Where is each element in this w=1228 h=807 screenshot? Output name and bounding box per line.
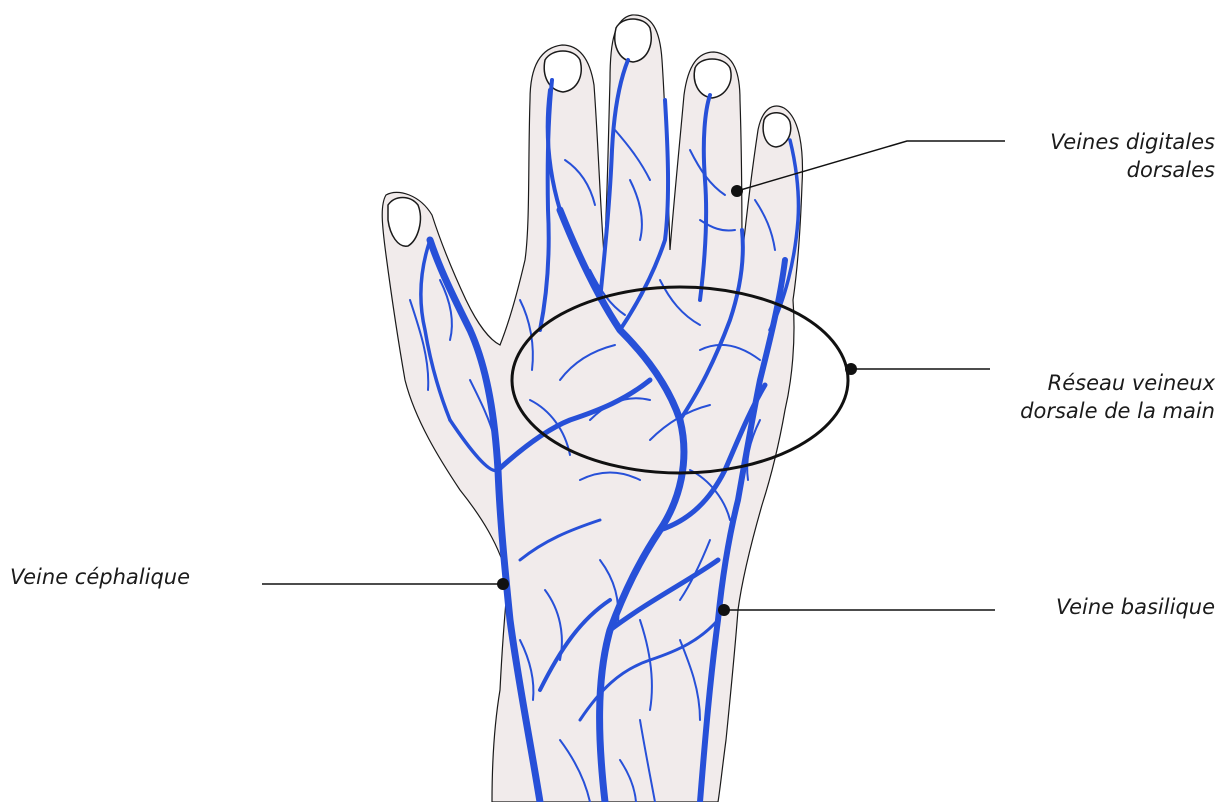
label-line: Veines digitales [960, 128, 1215, 156]
middle-nail [615, 19, 651, 62]
label-line: dorsales [960, 156, 1215, 184]
label-cephalic-vein: Veine céphalique [10, 563, 190, 591]
label-dorsal-venous-network: Réseau veineux dorsale de la main [940, 369, 1215, 425]
marker-dot-network [845, 363, 857, 375]
label-basilic-vein: Veine basilique [980, 593, 1215, 621]
marker-dot-basilic [718, 604, 730, 616]
marker-dot-cephalic [497, 578, 509, 590]
marker-dot-dorsal-digital [731, 185, 743, 197]
label-dorsal-digital-veins: Veines digitales dorsales [960, 128, 1215, 184]
little-nail [763, 113, 791, 147]
label-line: Réseau veineux [940, 369, 1215, 397]
label-line: dorsale de la main [940, 397, 1215, 425]
